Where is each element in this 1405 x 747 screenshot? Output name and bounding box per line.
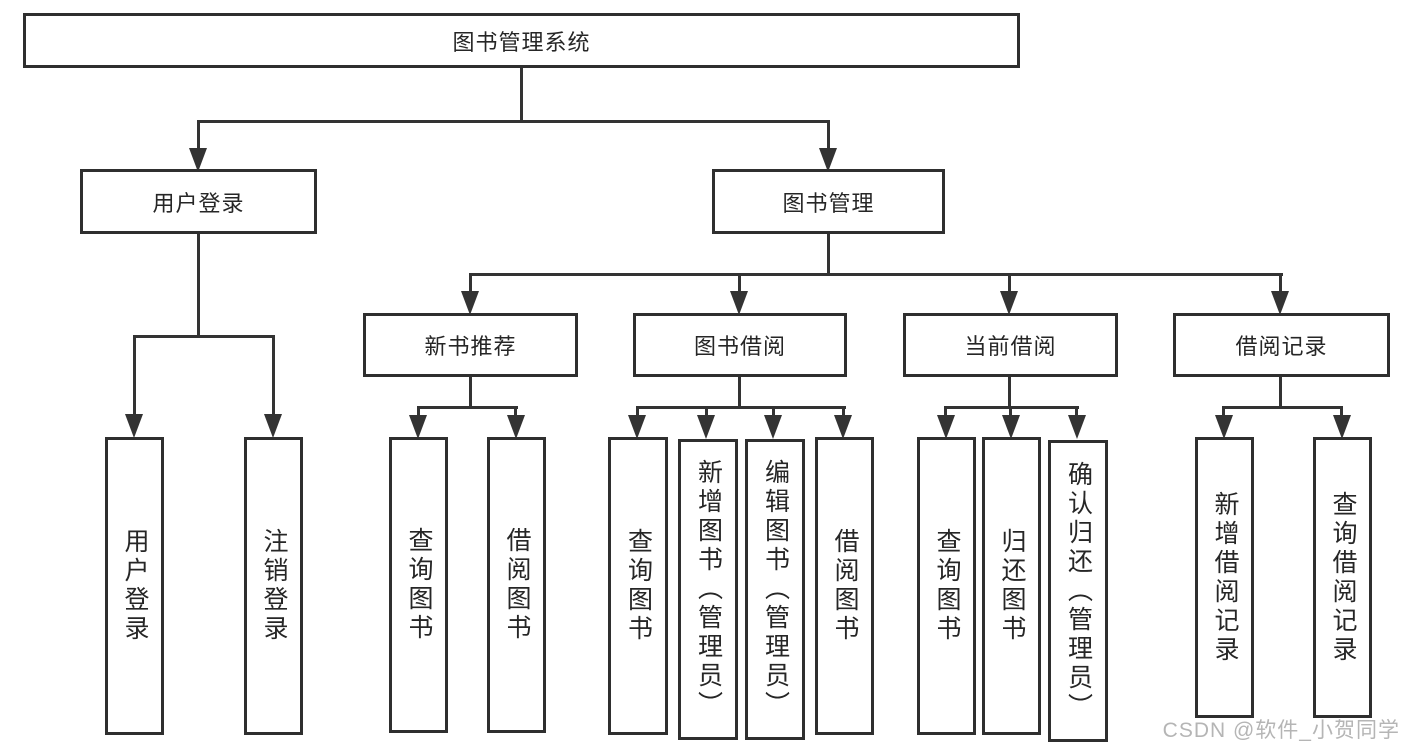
leaf-borrow-add-books-admin: 新增图书（管理员） (678, 439, 738, 740)
connector-line (1222, 406, 1225, 418)
node-book-management: 图书管理 (712, 169, 945, 234)
connector-line (1075, 406, 1078, 418)
node-label: 新书推荐 (424, 334, 517, 359)
leaf-label: 归还图书 (998, 528, 1026, 644)
arrowhead (507, 415, 525, 439)
connector-line (1340, 406, 1343, 418)
connector-line (417, 406, 420, 418)
leaf-record-query-borrow-record: 查询借阅记录 (1313, 437, 1372, 718)
leaf-label: 借阅图书 (831, 528, 859, 644)
leaf-label: 用户登录 (121, 528, 149, 644)
connector-line (705, 406, 708, 418)
leaf-label: 借阅图书 (503, 527, 531, 643)
arrowhead (264, 414, 282, 438)
arrowhead (1002, 415, 1020, 439)
leaf-record-add-borrow-record: 新增借阅记录 (1195, 437, 1254, 718)
leaf-borrow-query-books: 查询图书 (608, 437, 668, 735)
arrowhead (409, 415, 427, 439)
connector-line (197, 232, 200, 337)
leaf-label: 注销登录 (260, 528, 288, 644)
arrowhead (1068, 415, 1086, 439)
node-label: 图书管理 (782, 190, 875, 216)
connector-line (944, 406, 947, 418)
connector-line (133, 335, 275, 338)
leaf-current-query-books: 查询图书 (917, 437, 976, 735)
connector-line (772, 406, 775, 418)
arrowhead (125, 414, 143, 438)
node-current-borrowing: 当前借阅 (903, 313, 1118, 377)
connector-line (738, 375, 741, 408)
arrowhead (764, 415, 782, 439)
connector-line (520, 66, 523, 122)
connector-line (842, 406, 845, 418)
connector-line (827, 232, 830, 275)
node-new-book-recommendation: 新书推荐 (363, 313, 578, 377)
leaf-current-return-books: 归还图书 (982, 437, 1041, 735)
arrowhead (819, 148, 837, 172)
connector-line (272, 335, 275, 415)
connector-line (469, 375, 472, 408)
leaf-user-login: 用户登录 (105, 437, 164, 735)
arrowhead (730, 291, 748, 315)
node-user-login: 用户登录 (80, 169, 317, 234)
connector-line (1279, 375, 1282, 408)
arrowhead (834, 415, 852, 439)
connector-line (1008, 273, 1011, 293)
leaf-logout: 注销登录 (244, 437, 303, 735)
connector-line (469, 273, 472, 293)
node-borrowing-records: 借阅记录 (1173, 313, 1390, 377)
leaf-borrow-edit-books-admin: 编辑图书（管理员） (745, 439, 805, 740)
node-label: 图书借阅 (693, 334, 786, 359)
arrowhead (1271, 291, 1289, 315)
leaf-borrow-borrow-books: 借阅图书 (815, 437, 874, 735)
leaf-label: 确认归还（管理员） (1064, 460, 1093, 722)
leaf-label: 查询图书 (624, 528, 653, 644)
leaf-newbook-query-books: 查询图书 (389, 437, 448, 733)
node-book-borrowing: 图书借阅 (633, 313, 847, 377)
connector-line (738, 273, 741, 293)
node-label: 用户登录 (152, 190, 245, 216)
connector-line (1008, 375, 1011, 408)
arrowhead (697, 415, 715, 439)
arrowhead (189, 148, 207, 172)
connector-line (1279, 273, 1282, 293)
connector-line (133, 335, 136, 415)
node-library-management-system: 图书管理系统 (23, 13, 1020, 68)
connector-line (1222, 406, 1343, 409)
leaf-current-confirm-return-admin: 确认归还（管理员） (1048, 440, 1108, 742)
arrowhead (461, 291, 479, 315)
leaf-label: 新增借阅记录 (1211, 490, 1239, 665)
connector-line (636, 406, 846, 409)
arrowhead (628, 415, 646, 439)
connector-line (827, 120, 830, 150)
leaf-label: 查询借阅记录 (1329, 490, 1357, 665)
arrowhead (1333, 415, 1351, 439)
leaf-label: 查询图书 (933, 528, 961, 644)
leaf-label: 查询图书 (405, 527, 433, 643)
arrowhead (1215, 415, 1233, 439)
leaf-newbook-borrow-books: 借阅图书 (487, 437, 546, 733)
node-label: 当前借阅 (964, 334, 1057, 359)
csdn-watermark: CSDN @软件_小贺同学 (1162, 719, 1400, 742)
arrowhead (1000, 291, 1018, 315)
leaf-label: 新增图书（管理员） (694, 459, 723, 720)
node-label: 借阅记录 (1235, 334, 1328, 359)
leaf-label: 编辑图书（管理员） (761, 459, 790, 720)
connector-line (514, 406, 517, 418)
connector-line (197, 120, 830, 123)
connector-line (636, 406, 639, 418)
connector-line (417, 406, 518, 409)
connector-line (469, 273, 1283, 276)
connector-line (1009, 406, 1012, 418)
arrowhead (937, 415, 955, 439)
node-label: 图书管理系统 (452, 29, 591, 55)
connector-line (197, 120, 200, 150)
